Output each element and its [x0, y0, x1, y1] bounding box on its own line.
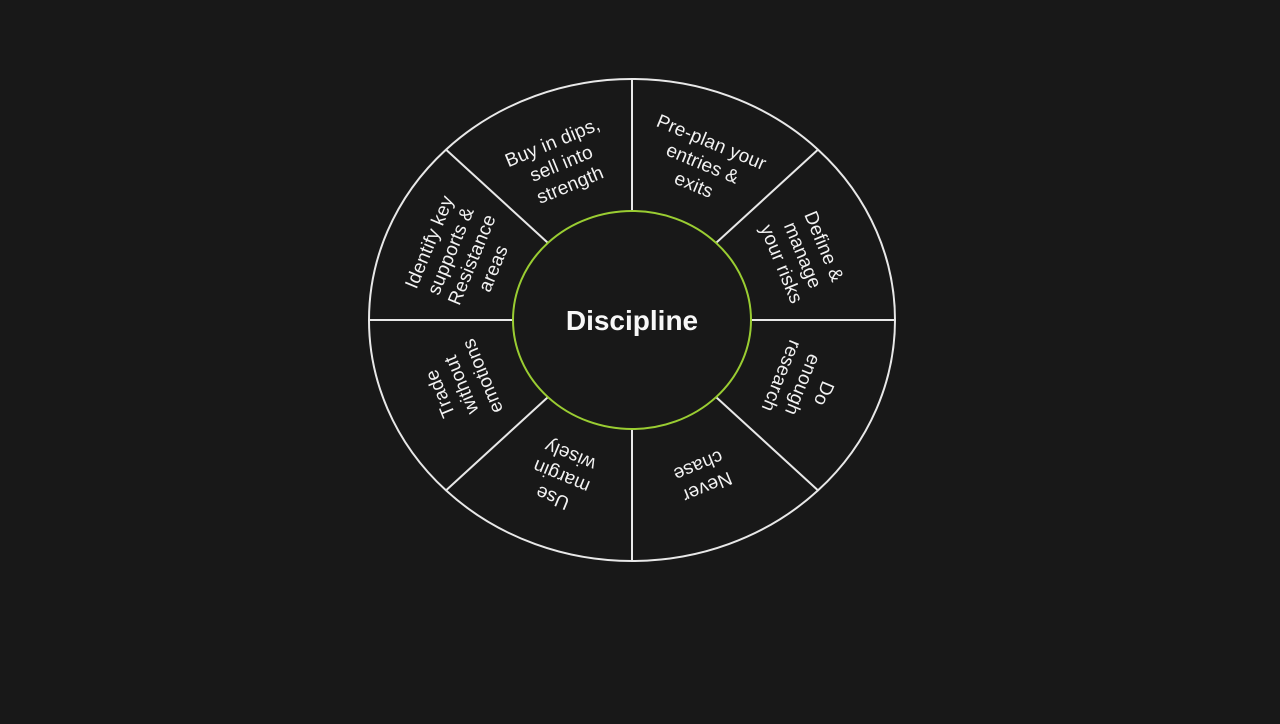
- segment-divider: [445, 396, 549, 492]
- segment-dividers: [369, 79, 895, 561]
- center-label: Discipline: [566, 305, 698, 336]
- segment-divider: [445, 148, 549, 244]
- segment-divider: [715, 396, 819, 492]
- segment-divider: [715, 148, 819, 244]
- center-ring: [512, 210, 752, 430]
